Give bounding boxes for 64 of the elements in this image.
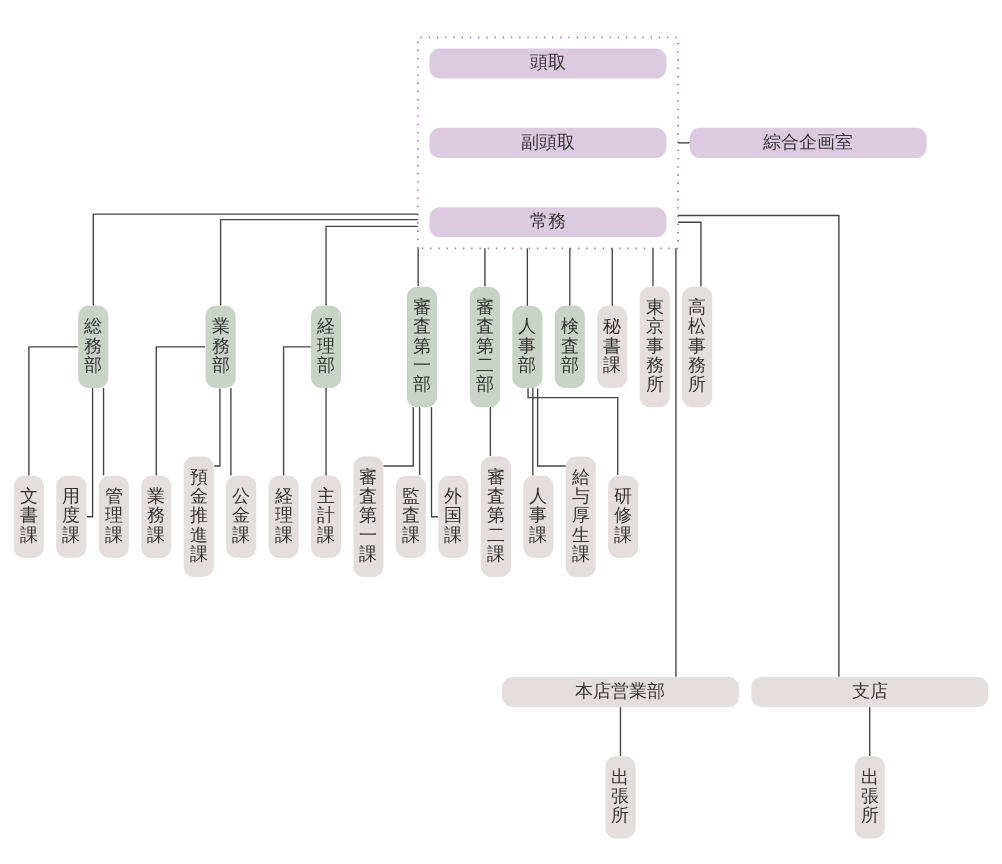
connector [418, 406, 421, 476]
connector [677, 221, 702, 287]
cluster [416, 36, 679, 249]
node-box: 経理部 [311, 305, 342, 388]
connector [86, 386, 94, 517]
node-box: 審査第二部 [469, 286, 500, 407]
connector [677, 214, 840, 677]
node-box: 審査第一部 [406, 286, 437, 407]
connector [569, 247, 571, 306]
connector [92, 212, 419, 306]
node-box: 頭取 [429, 47, 667, 78]
node-box: 業務部 [205, 305, 236, 388]
connector [230, 386, 232, 476]
node-box: 支店 [751, 676, 989, 707]
node-box: 常務 [429, 206, 667, 237]
connector [677, 141, 691, 144]
connector [325, 386, 327, 476]
connector [536, 387, 567, 467]
connector [869, 705, 871, 757]
connector [619, 705, 622, 757]
node-box: 審査第二課 [480, 455, 511, 577]
node-box: 監査課 [395, 475, 427, 558]
node-box: 検査部 [554, 305, 585, 388]
connector [675, 247, 677, 677]
node-box: 業務課 [141, 475, 172, 558]
node-box: 外国課 [438, 475, 469, 558]
node-box: 人事部 [512, 305, 543, 388]
connector [652, 247, 654, 287]
node-box: 経理課 [268, 475, 299, 558]
connector [532, 386, 534, 476]
connector [282, 345, 312, 476]
connector [484, 247, 486, 287]
connector [102, 386, 105, 476]
node-box: 本店営業部 [502, 676, 739, 707]
connector [219, 218, 419, 306]
connector [527, 387, 619, 476]
connector [28, 345, 79, 476]
node-box: 公金課 [226, 475, 257, 558]
node-box: 主計課 [311, 475, 342, 558]
node-box: 出張所 [605, 755, 636, 838]
connector [430, 406, 439, 517]
node-box: 人事課 [523, 475, 554, 558]
node-box: 秘書課 [597, 305, 628, 388]
node-box: 審査第一課 [353, 455, 384, 577]
connector [526, 247, 529, 306]
connector [155, 345, 206, 476]
node-box: 高松事務所 [682, 286, 713, 407]
node-box: 出張所 [854, 755, 885, 838]
connector [489, 406, 492, 457]
node-box: 総務部 [78, 305, 109, 388]
connector [382, 406, 414, 467]
node-box: 預金推進課 [183, 455, 214, 577]
node-box: 給与厚生課 [565, 455, 596, 577]
node-box: 綜合企画室 [689, 127, 927, 158]
connector [213, 387, 221, 467]
node-box: 東京事務所 [639, 286, 670, 407]
node-box: 副頭取 [429, 127, 667, 158]
node-box: 研修課 [608, 475, 639, 558]
connector [325, 225, 419, 306]
node-box: 管理課 [98, 475, 129, 558]
node-box: 文書課 [13, 475, 44, 558]
connector [611, 247, 613, 306]
connector [417, 247, 419, 287]
node-box: 用度課 [56, 475, 87, 558]
